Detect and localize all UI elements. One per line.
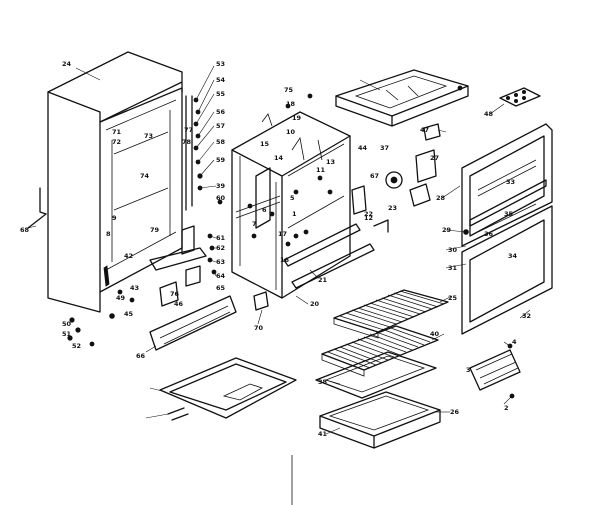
door-assembly	[461, 123, 553, 335]
callout: 38	[318, 378, 328, 386]
callout: 49	[116, 294, 126, 302]
callout: 40	[430, 330, 440, 338]
callout: 15	[260, 140, 270, 148]
callout: 61	[216, 234, 226, 242]
callout: 6	[262, 206, 267, 214]
callout: 65	[216, 284, 226, 292]
callout: 67	[370, 172, 379, 180]
callout: 46	[174, 300, 184, 308]
callout: 24	[62, 60, 72, 68]
callout: 53	[216, 60, 225, 68]
callout: 52	[72, 342, 81, 350]
inner-liner	[231, 111, 375, 311]
callout: 34	[508, 252, 518, 260]
callout: 19	[292, 114, 302, 122]
callout: 75	[284, 86, 294, 94]
callout: 64	[216, 272, 226, 280]
callout: 33	[506, 178, 515, 186]
callout: 45	[124, 310, 134, 318]
callout: 39	[216, 182, 226, 190]
callout: 9	[112, 214, 117, 222]
callout: 20	[310, 300, 320, 308]
callout: 71	[112, 128, 122, 136]
callout: 2	[504, 404, 509, 412]
callout: 72	[112, 138, 121, 146]
callout: 48	[484, 110, 494, 118]
callout: 44	[358, 144, 368, 152]
small-tray	[499, 87, 541, 107]
callout: 31	[448, 264, 458, 272]
callout: 51	[62, 330, 72, 338]
callout: 68	[20, 226, 30, 234]
callout: 76	[170, 290, 180, 298]
callout: 13	[326, 158, 335, 166]
callout: 17	[278, 230, 287, 238]
callout: 1	[292, 210, 297, 218]
callout: 26	[450, 408, 460, 416]
drip-pan	[159, 357, 297, 421]
callout: 55	[216, 90, 226, 98]
callout: 42	[124, 252, 133, 260]
callout: 11	[316, 166, 326, 174]
callout: 74	[140, 172, 150, 180]
cabinet-shell	[27, 51, 183, 313]
callout: 56	[216, 108, 226, 116]
callout: 37	[380, 144, 389, 152]
callout: 41	[318, 430, 328, 438]
callout: 21	[318, 276, 328, 284]
misc-hardware	[67, 93, 313, 505]
callout: 62	[216, 244, 225, 252]
callout: 25	[448, 294, 458, 302]
callout: 54	[216, 76, 226, 84]
callout: 32	[522, 312, 531, 320]
callout: 35	[504, 210, 514, 218]
glass-shelf	[315, 351, 437, 399]
callout: 78	[182, 138, 192, 146]
callout: 47	[420, 126, 429, 134]
callout: 79	[150, 226, 160, 234]
leader-lines	[27, 65, 531, 435]
wire-shelf-upper	[333, 289, 449, 339]
callout: 22	[364, 210, 373, 218]
callout: 14	[274, 154, 284, 162]
callout: 43	[130, 284, 139, 292]
callout: 30	[448, 246, 458, 254]
callout: 5	[290, 194, 295, 202]
callout: 70	[254, 324, 264, 332]
callout: 18	[286, 100, 296, 108]
callout: 29	[442, 226, 452, 234]
callout: 3	[466, 366, 471, 374]
toe-grille	[149, 295, 237, 351]
callout: 50	[62, 320, 72, 328]
callout: 60	[216, 194, 226, 202]
callout: 57	[216, 122, 225, 130]
callout: 23	[388, 204, 397, 212]
callout: 63	[216, 258, 225, 266]
callout: 8	[106, 230, 111, 238]
callout: 27	[430, 154, 439, 162]
freezer-shelf	[335, 69, 469, 127]
crisper-drawer	[319, 391, 441, 449]
callout: 59	[216, 156, 226, 164]
callout: 77	[184, 126, 193, 134]
callout: 73	[144, 132, 153, 140]
callout: 28	[436, 194, 446, 202]
callout-labels: 24 53 54 55 56 57 58 59 39 60 61 62 63 6…	[20, 60, 531, 438]
callout: 66	[136, 352, 146, 360]
callout: 4	[512, 338, 517, 346]
callout: 58	[216, 138, 226, 146]
wire-shelf-lower	[321, 325, 439, 377]
callout: 10	[286, 128, 296, 136]
callout: 36	[484, 230, 494, 238]
callout: 12	[364, 214, 373, 222]
door-handle	[469, 343, 521, 399]
callout: 7	[252, 220, 257, 228]
callout: 16	[280, 256, 290, 264]
light-assembly	[351, 123, 441, 233]
